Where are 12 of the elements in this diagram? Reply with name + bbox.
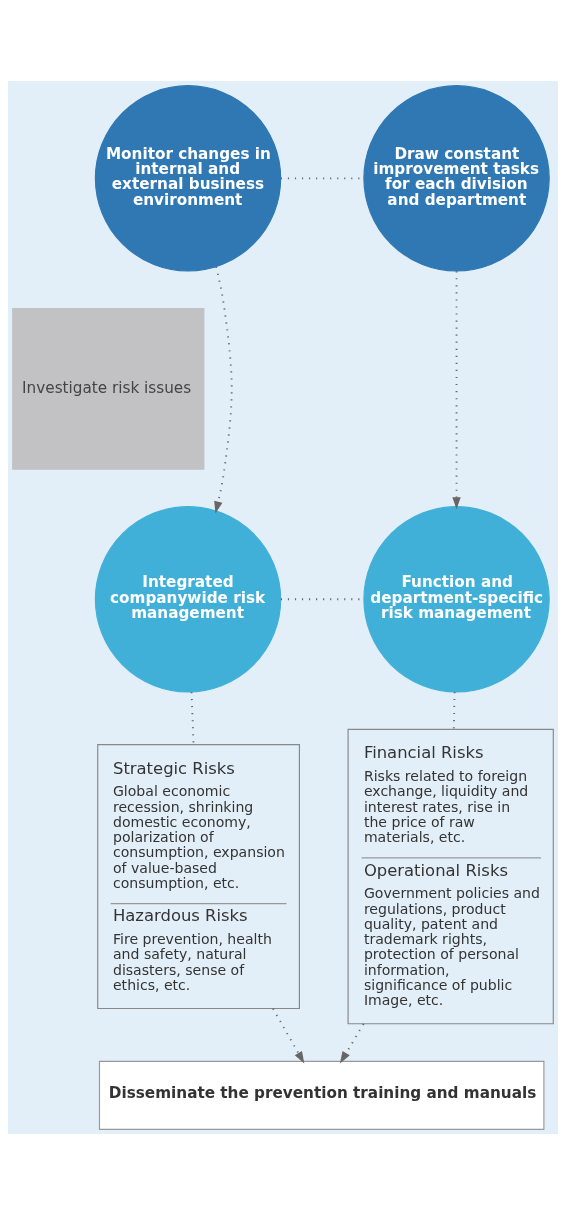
node-circle: Function and department-specific risk management xyxy=(363,505,550,692)
arrow xyxy=(272,1007,305,1064)
node-circle: Monitor changes in internal and external business environment xyxy=(94,84,282,272)
node-circle: Draw constant improvement tasks for each division and department xyxy=(363,84,550,272)
arrow xyxy=(339,1022,365,1063)
node-box: Financial Risks Risks related to foreign exchange, liquidity and interest rates, rise in the price of raw materials, etc. Operational Risks Government policies and regulations, product quality, patent and trademark rights, protection of personal information, significance of public Image, etc. xyxy=(347,728,554,1024)
node-box: Investigate risk issues xyxy=(12,307,205,470)
arrow xyxy=(452,269,461,509)
node-circle: Integrated companywide risk management xyxy=(94,505,282,692)
arrow xyxy=(214,265,233,513)
node-box: Strategic Risks Global economic recession, shrinking domestic economy, polarization of consumption, expansion of value-based consumption, etc. Hazardous Risks Fire prevention, health and safety, natural disasters, sense of ethics, etc. xyxy=(97,743,300,1009)
node-box: Disseminate the prevention training and manuals xyxy=(98,1060,545,1130)
